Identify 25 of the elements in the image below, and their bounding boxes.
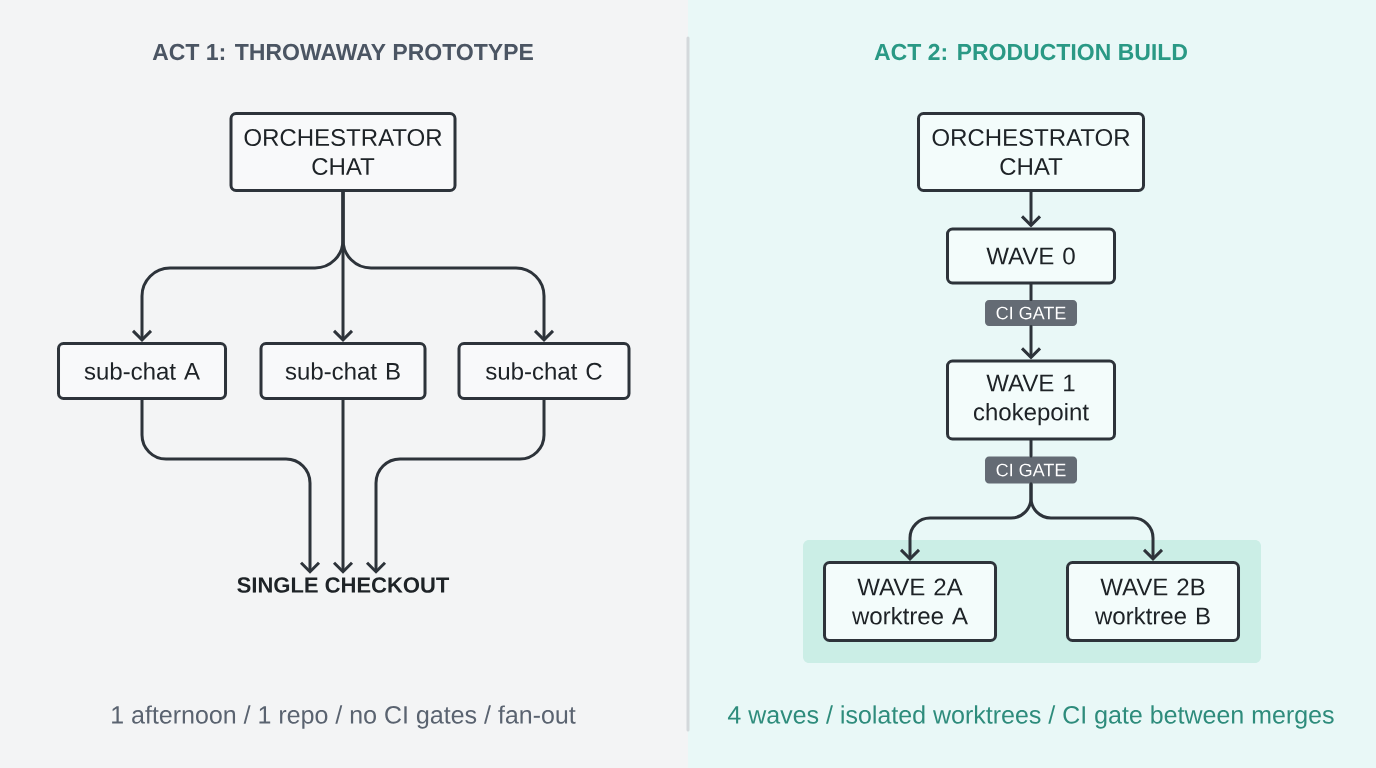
connector-line [1029,283,1033,302]
arrow [140,398,321,574]
summary-text: 1 afternoon / 1 repo / no CI gates / fan-out [112,705,576,729]
arrow [332,398,354,574]
arrow [1020,324,1042,360]
arrow [1029,482,1164,561]
connector-line [1029,439,1033,458]
gate-badge: CI GATE [985,300,1077,326]
text-label: SINGLE CHECKOUT [237,577,450,593]
process-box: sub-chat A [57,342,227,400]
gate-badge: CI GATE [985,456,1077,484]
process-box: sub-chat B [259,342,427,400]
arrow [1020,190,1042,228]
process-box: ORCHESTRATOR CHAT [229,112,457,192]
process-box: WAVE 2B worktree B [1066,561,1240,642]
process-box: WAVE 1 chokepoint [946,359,1116,441]
summary-text: 4 waves / isolated worktrees / CI gate between merges [727,705,1334,729]
process-box: WAVE 0 [946,227,1116,285]
process-box: sub-chat C [457,342,631,400]
arrow [341,190,555,342]
panel-title: ACT 2: PRODUCTION BUILD [874,43,1187,61]
process-box: WAVE 2A worktree A [823,561,997,642]
process-box: ORCHESTRATOR CHAT [917,112,1145,192]
arrow [365,398,546,574]
panel-title: ACT 1: THROWAWAY PROTOTYPE [152,43,533,61]
